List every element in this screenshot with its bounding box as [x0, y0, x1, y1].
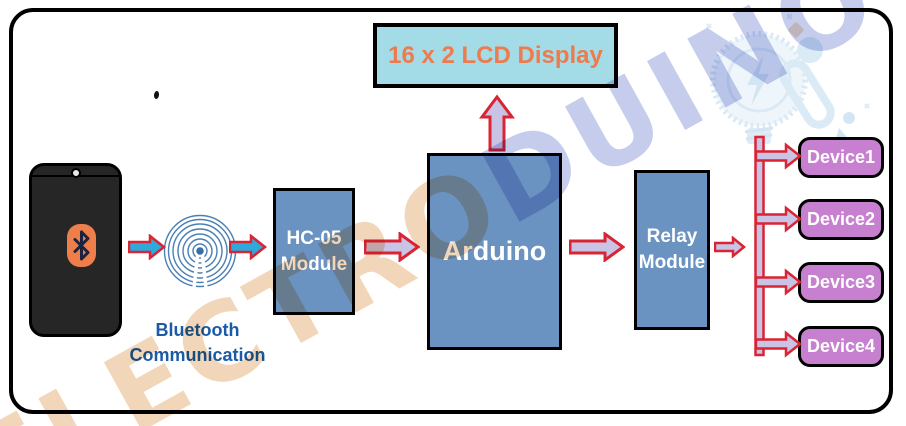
device4-block: Device4 [798, 326, 884, 367]
device4-label: Device4 [806, 336, 876, 356]
device-branch-tree-icon [754, 135, 803, 358]
device1-label: Device1 [806, 147, 876, 167]
bluetooth-communication-line1: Bluetooth [155, 320, 240, 340]
hc05-label-line1: HC-05 [286, 227, 342, 249]
arrow-arduino-to-relay-icon [569, 232, 625, 262]
arduino-block: Arduino [427, 153, 562, 350]
smartphone-icon [29, 163, 122, 337]
arrow-arduino-to-lcd-icon [479, 94, 515, 152]
relay-label-line1: Relay [646, 226, 698, 247]
device2-block: Device2 [798, 199, 884, 240]
lcd-display-block: 16 x 2 LCD Display [373, 23, 618, 88]
relay-label-line2: Module [638, 252, 706, 273]
bluetooth-rune-icon [73, 230, 90, 261]
phone-top-bezel [32, 166, 119, 178]
bluetooth-communication-line2: Communication [129, 345, 266, 365]
device3-block: Device3 [798, 262, 884, 303]
arrow-phone-to-signal-icon [128, 234, 166, 260]
device3-label: Device3 [806, 272, 876, 292]
lcd-label: 16 x 2 LCD Display [388, 41, 603, 69]
relay-module-block: Relay Module [634, 170, 710, 330]
arduino-label: Arduino [442, 236, 547, 266]
device2-label: Device2 [806, 209, 876, 229]
bluetooth-communication-label: Bluetooth Communication [95, 318, 300, 368]
phone-camera-icon [71, 168, 81, 178]
arrow-relay-to-devices-icon [714, 236, 746, 258]
hc05-label-line2: Module [280, 253, 348, 275]
bluetooth-badge-icon [67, 224, 96, 267]
device1-block: Device1 [798, 137, 884, 178]
hc05-module-block: HC-05 Module [273, 188, 355, 315]
radio-waves-icon [163, 214, 237, 288]
arrow-signal-to-hc05-icon [229, 234, 267, 260]
arrow-hc05-to-arduino-icon [364, 232, 420, 262]
